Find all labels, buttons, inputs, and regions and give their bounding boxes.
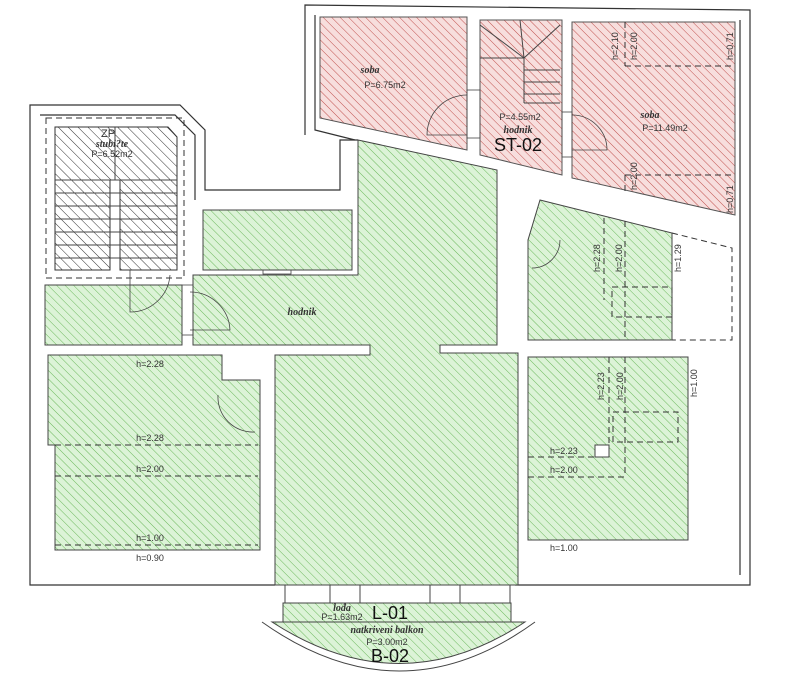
height-label: h=2.23 [596, 372, 606, 400]
stairwell [54, 126, 178, 271]
balcony-b02 [270, 621, 527, 664]
right-top-extension [671, 232, 733, 341]
label-room-area: P=6.75m2 [364, 80, 405, 90]
height-label: h=2.00 [615, 372, 625, 400]
label-loggia-code: L-01 [372, 603, 408, 623]
label-room-name: soba [640, 110, 660, 121]
height-label: h=0.71 [725, 185, 735, 213]
right-top-dashes [603, 218, 673, 340]
room-left [47, 354, 261, 551]
height-label: h=1.00 [136, 533, 164, 543]
balcony-parapet [284, 584, 511, 604]
height-label: h=2.28 [136, 433, 164, 443]
height-label: h=2.28 [592, 244, 602, 272]
height-label: h=1.29 [673, 244, 683, 272]
door-swings-top [426, 89, 608, 158]
room-soba-small [319, 16, 468, 151]
label-balcony-area: P=3.00m2 [366, 637, 407, 647]
height-label: h=2.28 [136, 359, 164, 369]
left-room-dashes [55, 444, 258, 546]
height-label: h=2.23 [550, 446, 578, 456]
label-room-name: soba [360, 65, 380, 76]
room-right-top [527, 199, 673, 341]
corridor-left [44, 284, 183, 346]
label-room-name: hodnik [504, 125, 533, 136]
height-label: h=2.10 [610, 32, 620, 60]
door-swings [129, 239, 561, 433]
label-room-area: P=4.55m2 [499, 112, 540, 122]
height-label: h=2.00 [136, 464, 164, 474]
height-label: h=2.00 [629, 32, 639, 60]
stairwell-outline [45, 117, 185, 279]
label-loggia-name: lođa [333, 603, 351, 614]
label-unit-code: ST-02 [494, 135, 542, 155]
st02-dashed-lines [624, 22, 735, 195]
balcony-edge [261, 621, 536, 672]
height-label: h=2.00 [629, 162, 639, 190]
label-stairs-name: stubi?te [95, 139, 129, 150]
height-label: h=0.71 [725, 32, 735, 60]
label-balcony-code: B-02 [371, 646, 409, 666]
height-label: h=0.90 [136, 553, 164, 563]
room-small-top [202, 209, 353, 271]
height-label: h=1.00 [550, 543, 578, 553]
height-label: h=2.00 [614, 244, 624, 272]
label-stairs-code: ZP [101, 128, 115, 140]
outer-walls [29, 4, 751, 586]
label-room-area: P=11.49m2 [642, 123, 688, 133]
height-label: h=2.00 [550, 465, 578, 475]
label-stairs-area: P=6.52m2 [91, 149, 132, 159]
right-bottom-dashes [528, 357, 679, 478]
label-balcony-name: natkriveni balkon [350, 625, 424, 636]
label-corridor: hodnik [288, 307, 317, 318]
stairwell-steps [55, 127, 177, 259]
st02-stairs [479, 19, 561, 104]
label-loggia-area: P=1.63m2 [321, 612, 362, 622]
height-label: h=1.00 [689, 369, 699, 397]
